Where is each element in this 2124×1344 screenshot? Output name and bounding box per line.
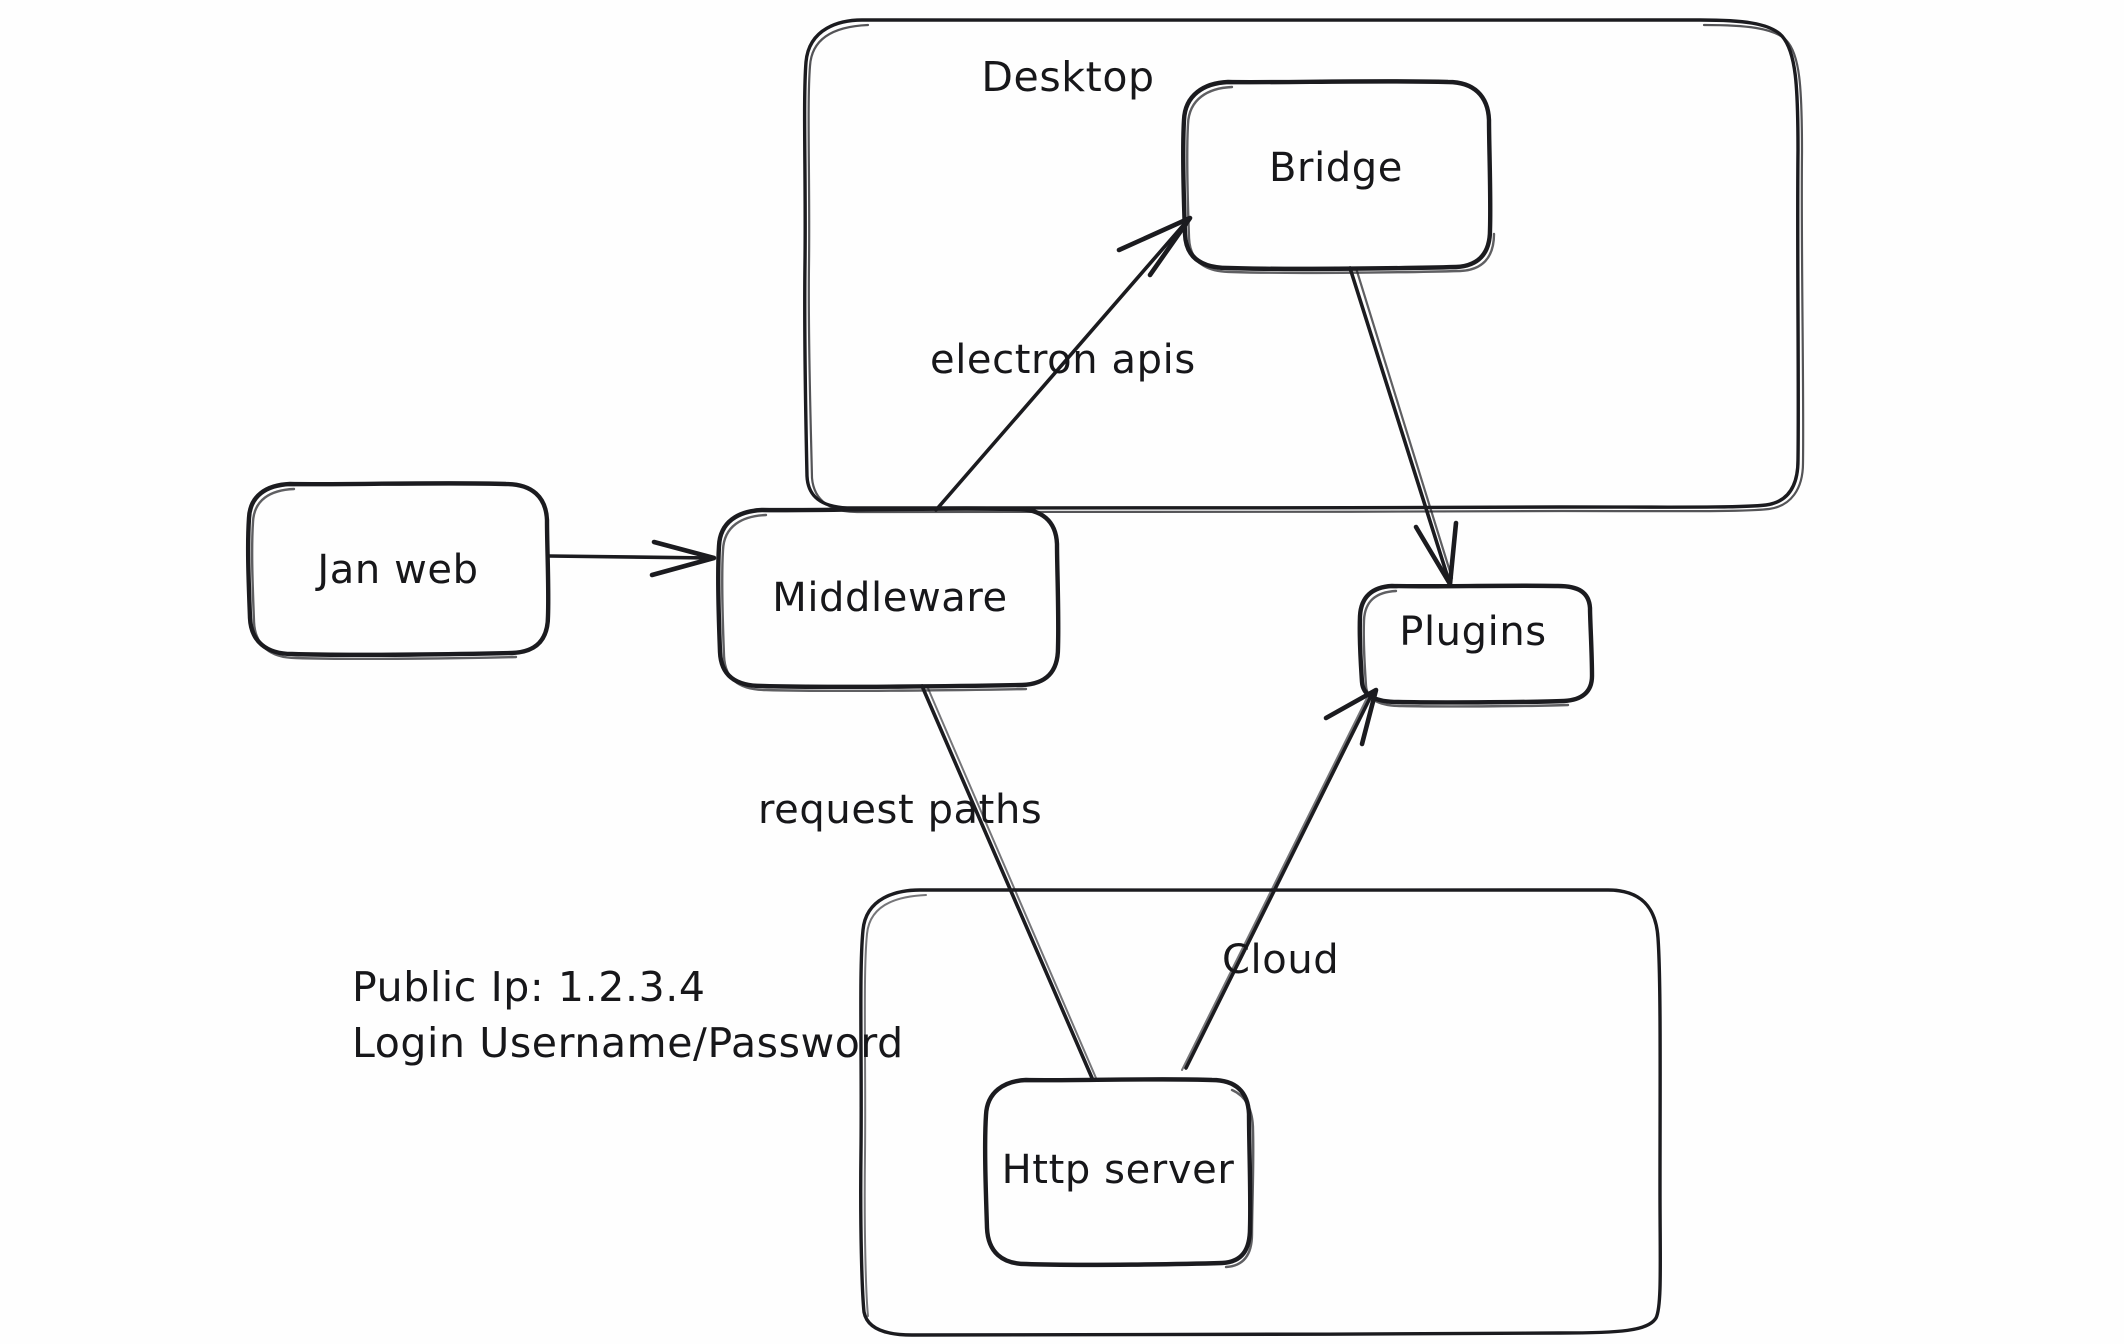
jan-web-box-outline-double [250, 487, 518, 661]
edge-middleware-to-bridge[interactable]: electron apis [930, 215, 1196, 512]
node-http-server[interactable]: Http server [982, 1077, 1255, 1269]
edge-jan-middleware-line [547, 554, 714, 560]
edge-middleware-bridge-line [934, 220, 1188, 512]
desktop-group-label: Desktop [981, 53, 1154, 101]
bridge-box-outline-double [1185, 85, 1496, 275]
edge-label-request-paths: request paths [758, 787, 1042, 833]
cloud-container-outline-double [863, 894, 927, 1317]
edge-jan-web-to-middleware[interactable] [547, 539, 717, 578]
http-server-box-outline [982, 1077, 1253, 1268]
middleware-label: Middleware [772, 575, 1008, 621]
edge-http-server-to-plugins[interactable]: Cloud [1181, 687, 1379, 1071]
node-plugins[interactable]: Plugins [1357, 583, 1595, 708]
edge-http-plugins-line-double [1181, 695, 1369, 1071]
plugins-label: Plugins [1399, 609, 1546, 655]
plugins-box-outline [1357, 583, 1595, 705]
edge-bridge-to-plugins[interactable] [1348, 266, 1459, 587]
edge-bridge-plugins-line-double [1354, 266, 1454, 580]
edge-label-electron-apis: electron apis [930, 337, 1196, 383]
edge-jan-middleware-arrowhead [649, 539, 717, 578]
notes-block: Public Ip: 1.2.3.4 Login Username/Passwo… [352, 963, 904, 1067]
plugins-box-outline-double [1362, 589, 1570, 708]
edge-middleware-http-line-double [926, 685, 1097, 1079]
edge-middleware-bridge-arrowhead [1116, 215, 1193, 278]
middleware-box-outline-double [720, 513, 1028, 693]
edge-http-plugins-line [1184, 692, 1374, 1070]
cloud-container-outline [859, 888, 1663, 1337]
node-middleware[interactable]: Middleware [715, 506, 1061, 693]
jan-web-box-outline [245, 481, 551, 658]
http-server-box-outline-double [1224, 1088, 1255, 1269]
group-cloud-container[interactable] [859, 888, 1663, 1337]
bridge-label: Bridge [1269, 145, 1403, 191]
edge-middleware-http-line [920, 684, 1094, 1080]
bridge-box-outline [1180, 79, 1493, 272]
note-login-credentials: Login Username/Password [352, 1019, 904, 1067]
desktop-container-outline [802, 18, 1800, 511]
jan-web-label: Jan web [314, 547, 478, 593]
node-bridge[interactable]: Bridge [1180, 79, 1496, 275]
node-jan-web[interactable]: Jan web [245, 481, 551, 661]
note-public-ip: Public Ip: 1.2.3.4 [352, 963, 706, 1011]
middleware-box-outline [715, 506, 1061, 690]
edge-bridge-plugins-arrowhead [1413, 520, 1459, 587]
edge-label-cloud: Cloud [1222, 937, 1339, 983]
group-desktop[interactable]: Desktop [802, 18, 1805, 514]
edge-bridge-plugins-line [1348, 266, 1450, 580]
desktop-container-outline-double [807, 23, 1805, 514]
edge-middleware-to-http-server[interactable]: request paths [758, 684, 1097, 1080]
http-server-label: Http server [1002, 1147, 1235, 1193]
edge-http-plugins-arrowhead [1323, 687, 1379, 747]
